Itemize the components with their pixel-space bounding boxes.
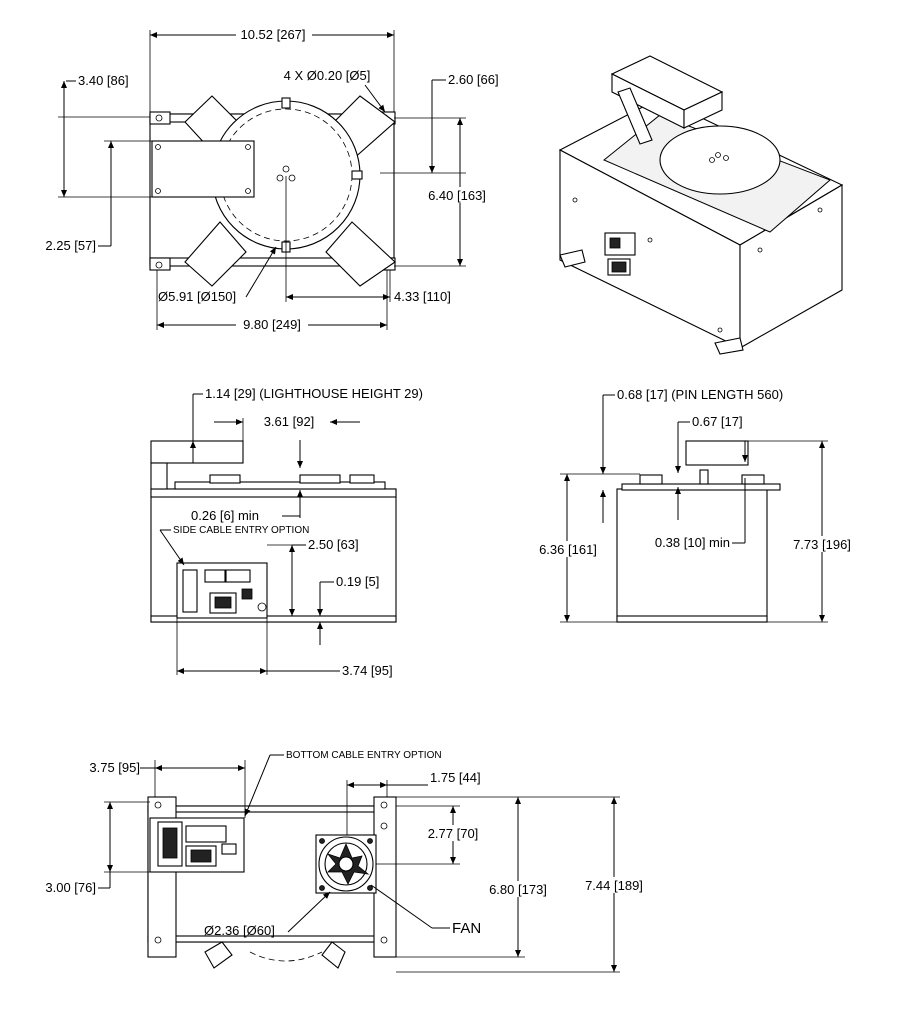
width-95-bottom-dimension: 3.75 [95]	[89, 760, 140, 775]
left-offset-dimension: 3.40 [86]	[78, 73, 129, 88]
platter-diameter-dimension: Ø5.91 [Ø150]	[158, 289, 236, 304]
lighthouse-dimension: 1.14 [29] (LIGHTHOUSE HEIGHT 29)	[205, 386, 423, 401]
hole-callout: 4 X Ø0.20 [Ø5]	[284, 68, 371, 83]
height-161-dimension: 6.36 [161]	[539, 542, 597, 557]
min-gap-dimension: 0.26 [6] min	[191, 508, 259, 523]
height-173-dimension: 6.80 [173]	[489, 882, 547, 897]
overall-width-dimension: 10.52 [267]	[240, 27, 305, 42]
min-10-dimension: 0.38 [10] min	[655, 535, 730, 550]
height-196-dimension: 7.73 [196]	[793, 537, 851, 552]
height-63-dimension: 2.50 [63]	[308, 537, 359, 552]
width-95-dimension: 3.74 [95]	[342, 663, 393, 678]
bottom-view: BOTTOM CABLE ENTRY OPTION 3.75 [95] 1.75…	[45, 750, 650, 973]
base-width-dimension: 9.80 [249]	[243, 317, 301, 332]
side-view: 0.68 [17] (PIN LENGTH 560) 0.67 [17] 6.3…	[532, 387, 858, 623]
center-offset-dimension: 4.33 [110]	[394, 289, 451, 304]
front-view: 1.14 [29] (LIGHTHOUSE HEIGHT 29) 3.61 [9…	[150, 386, 423, 678]
pin-dimension: 0.68 [17] (PIN LENGTH 560)	[617, 387, 783, 402]
side-cable-note: SIDE CABLE ENTRY OPTION	[173, 525, 309, 536]
width-92-dimension: 3.61 [92]	[264, 414, 315, 429]
height-189-dimension: 7.44 [189]	[585, 878, 643, 893]
fan-offset-dimension: 2.77 [70]	[428, 826, 479, 841]
fan-label: FAN	[452, 920, 481, 937]
fan-diameter-dimension: Ø2.36 [Ø60]	[204, 923, 275, 938]
panel-height-dimension: 2.25 [57]	[45, 238, 96, 253]
offset-5-dimension: 0.19 [5]	[336, 574, 379, 589]
depth-dimension: 6.40 [163]	[428, 188, 486, 203]
top-view: 10.52 [267] 4 X Ø0.20 [Ø5] 3.40 [86] 2.6…	[45, 26, 499, 332]
right-offset-dimension: 2.60 [66]	[448, 72, 499, 87]
top-17-dimension: 0.67 [17]	[692, 414, 743, 429]
left-76-dimension: 3.00 [76]	[45, 880, 96, 895]
offset-44-dimension: 1.75 [44]	[430, 770, 481, 785]
isometric-view	[558, 55, 844, 355]
bottom-cable-note: BOTTOM CABLE ENTRY OPTION	[286, 750, 442, 761]
